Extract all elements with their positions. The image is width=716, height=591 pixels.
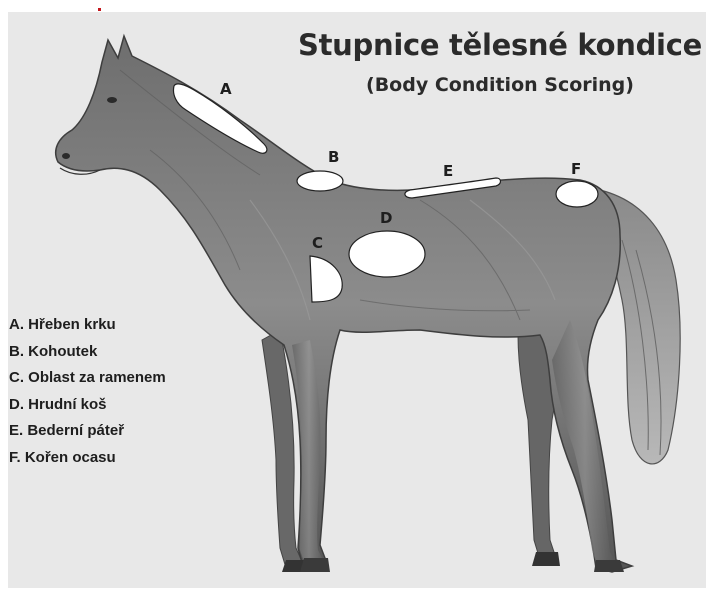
hoof: [532, 552, 560, 566]
region-d-ribcage: [349, 231, 425, 277]
label-e: E: [443, 162, 453, 180]
region-f-tailhead: [556, 181, 598, 207]
label-f: F: [571, 160, 581, 178]
legend-item-e: E. Bederní páteř: [9, 421, 166, 448]
label-a: A: [220, 80, 232, 98]
hoof: [594, 560, 624, 572]
legend: A. Hřeben krku B. Kohoutek C. Oblast za …: [9, 315, 166, 474]
horse-eye: [107, 97, 117, 103]
horse-nostril: [62, 153, 70, 159]
legend-item-a: A. Hřeben krku: [9, 315, 166, 342]
diagram-subtitle: (Body Condition Scoring): [330, 74, 670, 96]
legend-item-b: B. Kohoutek: [9, 342, 166, 369]
label-b: B: [328, 148, 339, 166]
hoof: [300, 558, 330, 572]
label-d: D: [380, 209, 392, 227]
label-c: C: [312, 234, 323, 252]
region-b-withers: [297, 171, 343, 191]
legend-item-f: F. Kořen ocasu: [9, 448, 166, 475]
diagram-title: Stupnice tělesné kondice: [290, 28, 710, 62]
legend-item-d: D. Hrudní koš: [9, 395, 166, 422]
legend-item-c: C. Oblast za ramenem: [9, 368, 166, 395]
